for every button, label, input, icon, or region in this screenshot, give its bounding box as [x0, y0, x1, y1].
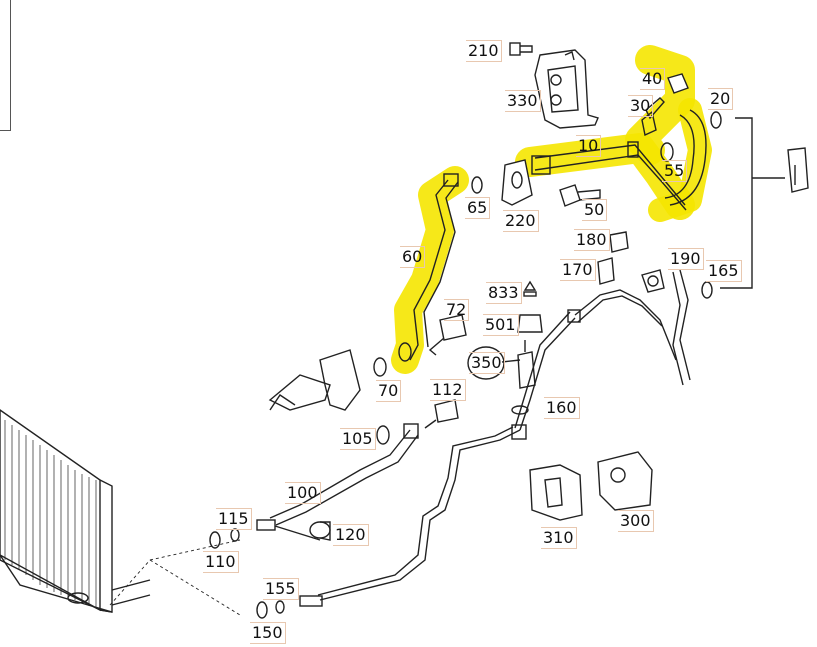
part-label-60[interactable]: 60 [400, 246, 426, 268]
part-label-112[interactable]: 112 [430, 379, 466, 401]
highlight-hose-60 [391, 166, 469, 374]
part-label-155[interactable]: 165 [706, 260, 742, 282]
part-112-fitting [424, 399, 459, 429]
part-label-170[interactable]: 170 [560, 259, 596, 281]
part-72-fitting [428, 314, 467, 356]
part-350-sensor [517, 340, 536, 389]
part-30-valve [641, 97, 665, 137]
part-label-190[interactable]: 190 [668, 248, 704, 270]
part-300-bracket [597, 451, 653, 511]
part-220-cover [501, 159, 533, 206]
part-label-150[interactable]: 160 [544, 397, 580, 419]
part-label-110[interactable]: 110 [203, 551, 239, 573]
part-170-valve [597, 257, 615, 285]
cropped-frame-edge [0, 0, 11, 131]
part-label-100[interactable]: 100 [285, 482, 321, 504]
part-55-washer [660, 142, 674, 162]
part-label-165[interactable]: 155 [263, 578, 299, 600]
highlight-hose-loop [648, 98, 712, 222]
part-label-70[interactable]: 70 [376, 380, 402, 402]
part-115-fitting [256, 519, 321, 541]
part-210-bolt [509, 42, 533, 56]
part-501-adapter [517, 314, 543, 333]
part-label-50[interactable]: 50 [582, 199, 608, 221]
part-label-300[interactable]: 300 [618, 510, 654, 532]
part-190-nut [641, 269, 665, 293]
part-label-120[interactable]: 120 [333, 524, 369, 546]
part-155-oring [701, 281, 713, 299]
part-label-40[interactable]: 40 [640, 68, 666, 90]
highlight-layer [391, 45, 712, 374]
callout-350-lines [501, 359, 521, 363]
right-connector [787, 147, 809, 193]
part-310-bracket [529, 464, 583, 521]
part-label-115[interactable]: 115 [216, 508, 252, 530]
part-100-hose [269, 423, 419, 526]
part-label-180[interactable]: 180 [574, 229, 610, 251]
compressor-bracket [268, 349, 361, 411]
part-label-72[interactable]: 72 [444, 299, 470, 321]
part-20-oring [710, 111, 722, 129]
part-160-ring [256, 601, 268, 619]
part-label-501[interactable]: 501 [483, 314, 519, 336]
part-70-ring [373, 357, 387, 377]
part-110-ring [209, 531, 221, 549]
part-label-55[interactable]: 55 [662, 160, 688, 182]
part-label-105[interactable]: 105 [340, 428, 376, 450]
part-165-ring [275, 600, 285, 614]
part-label-30[interactable]: 30 [628, 95, 654, 117]
leader-lines [109, 539, 241, 616]
part-label-220[interactable]: 220 [503, 210, 539, 232]
part-105-ring [376, 425, 390, 445]
part-150-oring [511, 405, 529, 415]
part-60-hose [398, 173, 459, 362]
part-label-350[interactable]: 350 [469, 352, 505, 374]
part-833-cap [523, 280, 537, 297]
part-330-bracket [534, 49, 599, 129]
part-label-160[interactable]: 150 [250, 622, 286, 644]
part-110-ring-2 [230, 528, 240, 542]
hose-right-loop [664, 109, 707, 206]
part-180-cap [609, 231, 629, 253]
part-label-20[interactable]: 20 [708, 88, 734, 110]
part-120-collar [309, 521, 331, 541]
part-65-washer [471, 176, 483, 194]
suction-pipe [299, 269, 691, 607]
part-label-10[interactable]: 10 [576, 135, 602, 157]
part-label-210[interactable]: 210 [466, 40, 502, 62]
callout-bracket-20-155 [720, 117, 785, 289]
part-label-330[interactable]: 330 [505, 90, 541, 112]
part-40-cap [667, 73, 689, 94]
part-label-65[interactable]: 65 [465, 197, 491, 219]
part-label-833[interactable]: 833 [486, 282, 522, 304]
condenser [0, 409, 151, 613]
part-label-310[interactable]: 310 [541, 527, 577, 549]
highlight-valve-30-40 [625, 45, 695, 165]
